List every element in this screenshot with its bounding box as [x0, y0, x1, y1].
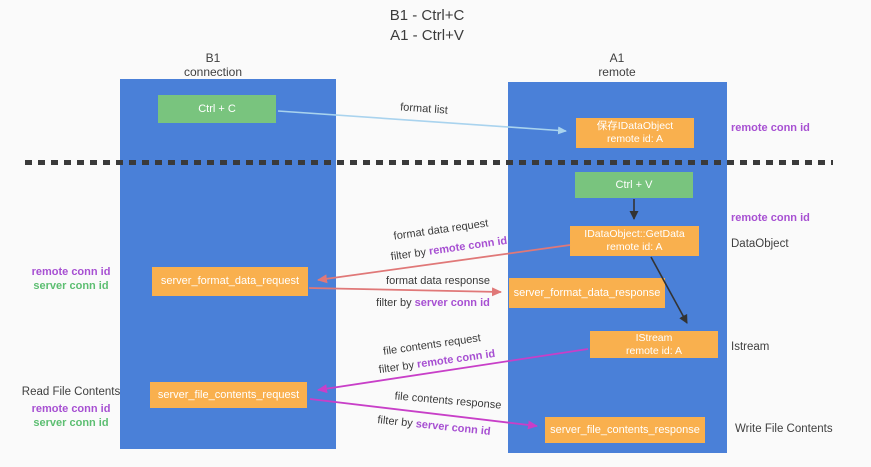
file-contents-response-label: file contents response	[394, 390, 502, 412]
annotation-left-bottom: remote conn id server conn id	[16, 402, 126, 430]
save-idataobject-line1: 保存IDataObject	[596, 120, 674, 132]
diagram-title: B1 - Ctrl+C A1 - Ctrl+V	[390, 6, 465, 46]
title-line-1: B1 - Ctrl+C	[389, 7, 465, 24]
remote-conn-id-text: remote conn id	[428, 234, 508, 258]
ctrl-v-label: Ctrl + V	[615, 178, 653, 191]
annotation-remote-conn-id-mid: remote conn id	[731, 212, 810, 224]
annotation-left-mid: remote conn id server conn id	[16, 265, 126, 293]
filter-by-text: filter by	[376, 414, 417, 431]
node-save-idataobject: 保存IDataObject remote id: A	[576, 118, 694, 148]
server-file-contents-response-label: server_file_contents_response	[550, 423, 700, 436]
server-format-data-request-label: server_format_data_request	[160, 275, 300, 287]
title-line-2: A1 - Ctrl+V	[390, 27, 464, 44]
lane-header-b1: B1 connection	[153, 51, 273, 79]
left-bottom-server-conn-id: server conn id	[33, 417, 109, 429]
format-data-response-label: format data response	[386, 275, 490, 287]
save-idataobject-line2: remote id: A	[606, 133, 664, 145]
lane-b1-subtitle: connection	[183, 65, 243, 79]
lane-a1-title: A1	[609, 51, 625, 65]
left-mid-remote-conn-id: remote conn id	[31, 266, 111, 278]
left-bottom-remote-conn-id: remote conn id	[31, 403, 111, 415]
istream-line2: remote id: A	[625, 344, 683, 357]
node-server-file-contents-response: server_file_contents_response	[545, 417, 705, 443]
filter-by-text: filter by	[390, 245, 430, 264]
format-data-response-arrow	[308, 287, 502, 297]
node-idataobject-getdata: IDataObject::GetData remote id: A	[570, 226, 699, 256]
node-ctrl-c: Ctrl + C	[158, 95, 276, 123]
annotation-remote-conn-id-top: remote conn id	[731, 122, 810, 134]
lane-header-a1: A1 remote	[557, 51, 677, 79]
filter-by-text: filter by	[378, 358, 418, 377]
annotation-read-file-contents: Read File Contents	[21, 386, 121, 398]
server-format-data-response-label: server_format_data_response	[513, 286, 661, 299]
node-server-format-data-request: server_format_data_request	[152, 267, 308, 296]
node-istream: IStream remote id: A	[590, 331, 718, 358]
filter-by-text: filter by	[376, 297, 415, 309]
annotation-write-file-contents: Write File Contents	[735, 423, 833, 435]
phase-divider-dashed-line	[25, 160, 833, 165]
lane-b1-title: B1	[205, 51, 221, 65]
annotation-dataobject: DataObject	[731, 238, 789, 250]
istream-line1: IStream	[635, 331, 673, 344]
lane-a1-subtitle: remote	[598, 65, 636, 79]
file-contents-response-filter-label: filter by server conn id	[377, 414, 491, 438]
format-list-label: format list	[399, 101, 449, 117]
getdata-line1: IDataObject::GetData	[584, 228, 685, 240]
node-server-file-contents-request: server_file_contents_request	[150, 382, 307, 408]
annotation-istream: Istream	[731, 341, 770, 353]
node-ctrl-v: Ctrl + V	[575, 172, 693, 198]
server-conn-id-text: server conn id	[414, 297, 490, 309]
format-data-response-filter-label: filter by server conn id	[376, 297, 490, 309]
server-file-contents-request-label: server_file_contents_request	[157, 388, 300, 401]
getdata-line2: remote id: A	[606, 241, 663, 253]
left-mid-server-conn-id: server conn id	[33, 280, 109, 292]
ctrl-c-label: Ctrl + C	[198, 102, 236, 115]
node-server-format-data-response: server_format_data_response	[509, 278, 665, 308]
server-conn-id-text: server conn id	[415, 418, 492, 438]
